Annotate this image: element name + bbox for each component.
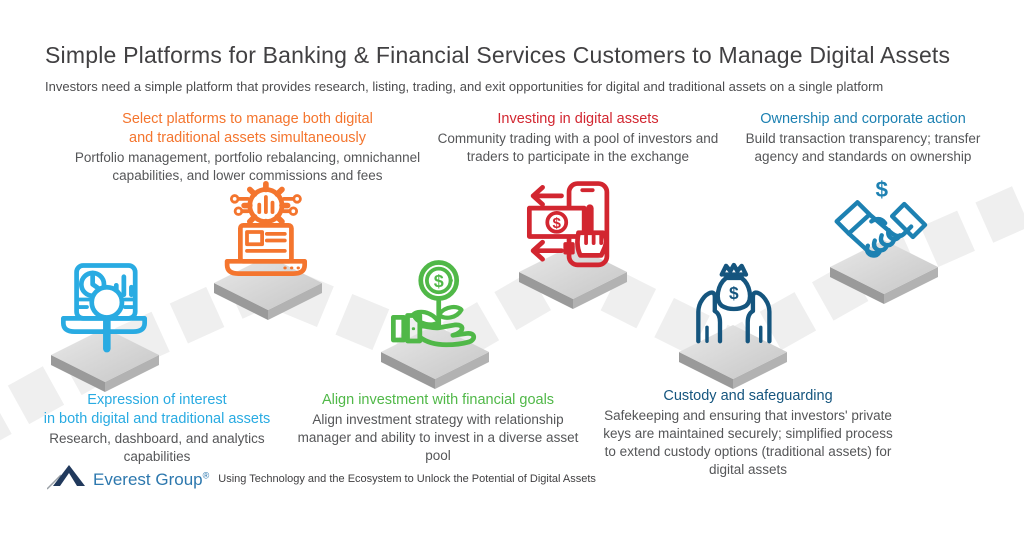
svg-text:$: $ <box>875 177 888 202</box>
registered-mark: ® <box>202 470 210 481</box>
step-title: Select platforms to manage both digital … <box>55 110 440 148</box>
platform-6 <box>830 240 938 304</box>
step-block-align-investment: Align investment with financial goals Al… <box>297 391 579 465</box>
hands-money-bag-icon: $ <box>681 252 785 356</box>
step-title-line: Investing in digital assets <box>497 111 659 127</box>
step-title-line: Custody and safeguarding <box>663 388 833 404</box>
step-description: Align investment strategy with relations… <box>297 412 579 463</box>
footer-tagline: Using Technology and the Ecosystem to Un… <box>218 473 596 485</box>
step-block-ownership-corporate-action: Ownership and corporate action Build tra… <box>722 110 1004 166</box>
step-description: Research, dashboard, and analytics capab… <box>49 431 265 464</box>
laptop-gear-icon <box>212 180 316 284</box>
platform-1 <box>51 328 159 392</box>
step-description: Build transaction transparency; transfer… <box>745 131 981 164</box>
svg-text:$: $ <box>434 271 444 291</box>
step-title-line: Select platforms to manage both digital <box>122 111 373 127</box>
svg-text:$: $ <box>729 283 739 303</box>
step-title: Expression of interest in both digital a… <box>28 391 286 429</box>
step-block-select-platforms: Select platforms to manage both digital … <box>55 110 440 185</box>
page-subtitle: Investors need a simple platform that pr… <box>45 79 884 94</box>
step-title-line: Expression of interest <box>87 392 227 408</box>
step-title-line: Ownership and corporate action <box>760 111 966 127</box>
step-block-expression-of-interest: Expression of interest in both digital a… <box>28 391 286 466</box>
step-title: Investing in digital assets <box>428 110 728 129</box>
page-title: Simple Platforms for Banking & Financial… <box>45 42 951 68</box>
step-title-line: and traditional assets simultaneously <box>129 130 366 146</box>
everest-group-logo-text: Everest Group® <box>93 470 210 489</box>
step-description: Portfolio management, portfolio rebalanc… <box>74 150 421 183</box>
handshake-dollar-icon: $ <box>828 172 932 276</box>
step-title: Custody and safeguarding <box>596 387 900 406</box>
footer: Everest Group® Using Technology and the … <box>47 460 596 490</box>
step-title-line: in both digital and traditional assets <box>43 411 271 427</box>
step-title-line: Align investment with financial goals <box>321 392 555 408</box>
step-title: Ownership and corporate action <box>722 110 1004 129</box>
everest-group-logo-icon <box>47 465 85 490</box>
platform-2 <box>214 256 322 320</box>
laptop-analytics-icon <box>52 256 156 360</box>
step-block-custody-safeguarding: Custody and safeguarding Safekeeping and… <box>596 387 900 479</box>
step-description: Community trading with a pool of investo… <box>437 131 719 164</box>
platform-4 <box>519 245 627 309</box>
step-block-investing-in-digital-assets: Investing in digital assets Community tr… <box>428 110 728 166</box>
svg-text:$: $ <box>553 215 562 232</box>
mobile-money-transfer-icon: $ <box>518 176 622 280</box>
step-title: Align investment with financial goals <box>297 391 579 410</box>
money-plant-hand-icon: $ <box>382 254 486 358</box>
step-description: Safekeeping and ensuring that investors'… <box>603 408 893 477</box>
